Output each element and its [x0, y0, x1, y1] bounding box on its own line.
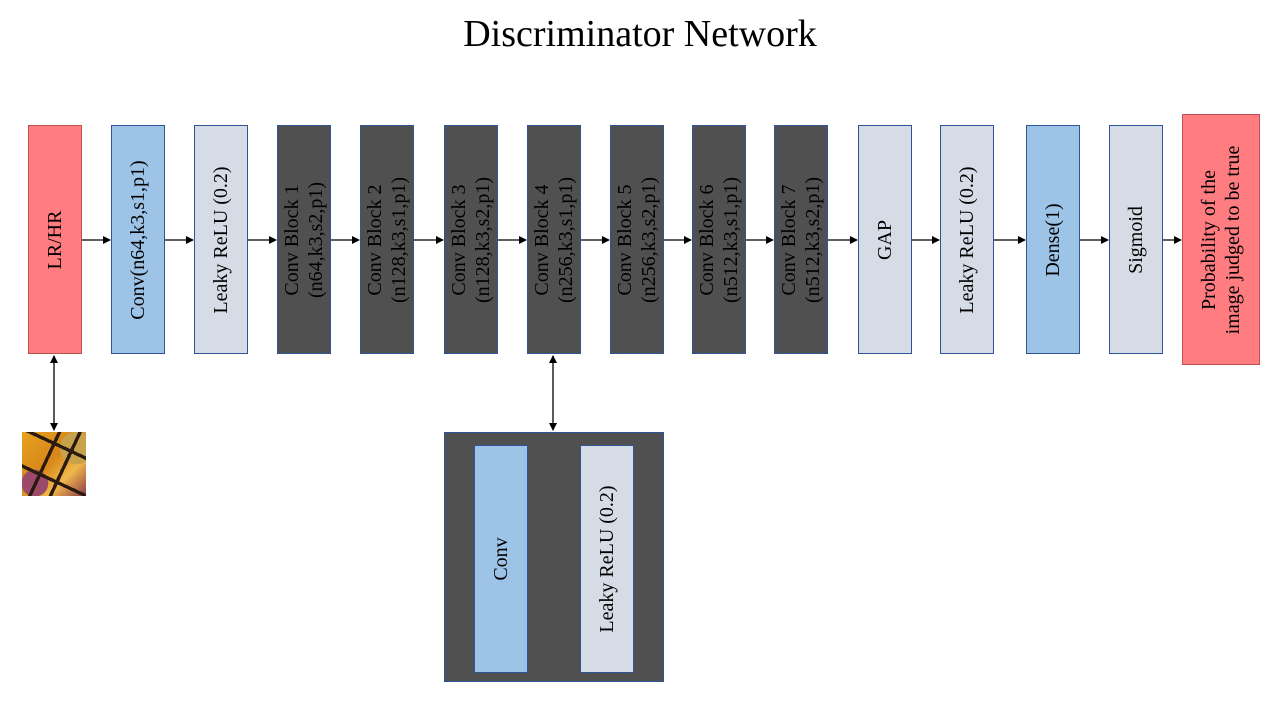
sigmoid-block: Sigmoid	[1109, 125, 1163, 354]
conv-block-1-label-line-1: Conv Block 1	[281, 183, 303, 296]
conv-block-7-label-line-2: (n512,k3,s2,p1)	[802, 176, 824, 303]
detail-leaky-relu-label: Leaky ReLU (0.2)	[596, 485, 618, 633]
conv-block-4-label-line-2: (n256,k3,s1,p1)	[555, 176, 577, 303]
dense-block-label-line-1: Dense(1)	[1042, 202, 1064, 277]
input-image-butterfly-thumbnail	[22, 432, 86, 496]
input-lr-hr-block: LR/HR	[28, 125, 82, 354]
conv-block-2-label-line-1: Conv Block 2	[364, 183, 386, 296]
conv-block-1: Conv Block 1(n64,k3,s2,p1)	[277, 125, 331, 354]
conv-block-4-label-line-1: Conv Block 4	[531, 183, 553, 296]
conv-block-6-label-line-2: (n512,k3,s1,p1)	[720, 176, 742, 303]
detail-leaky-relu-layer: Leaky ReLU (0.2)	[580, 445, 634, 673]
conv-block-7: Conv Block 7(n512,k3,s2,p1)	[774, 125, 828, 354]
gap-block-label-line-1: GAP	[874, 219, 896, 260]
detail-conv-label: Conv	[490, 537, 512, 581]
output-probability-block-label-line-2: image judged to be true	[1222, 145, 1244, 334]
leaky-relu-block-2-label-line-1: Leaky ReLU (0.2)	[956, 165, 978, 314]
conv-block-detail: Conv Leaky ReLU (0.2)	[444, 432, 664, 682]
conv-block-3-label-line-1: Conv Block 3	[448, 183, 470, 296]
output-probability-block-label-line-1: Probability of the	[1198, 169, 1220, 310]
conv-block-5: Conv Block 5(n256,k3,s2,p1)	[610, 125, 664, 354]
conv-block-2: Conv Block 2(n128,k3,s1,p1)	[360, 125, 414, 354]
conv-block-7-label-line-1: Conv Block 7	[778, 183, 800, 296]
sigmoid-block-label-line-1: Sigmoid	[1125, 205, 1147, 274]
conv-block-6-label-line-1: Conv Block 6	[696, 183, 718, 296]
conv-block-4: Conv Block 4(n256,k3,s1,p1)	[527, 125, 581, 354]
leaky-relu-block-2: Leaky ReLU (0.2)	[940, 125, 994, 354]
conv-block-1-label-line-2: (n64,k3,s2,p1)	[305, 181, 327, 298]
leaky-relu-block-1: Leaky ReLU (0.2)	[194, 125, 248, 354]
input-lr-hr-block-label-line-1: LR/HR	[44, 210, 66, 269]
leaky-relu-block-1-label-line-1: Leaky ReLU (0.2)	[210, 165, 232, 314]
dense-block: Dense(1)	[1026, 125, 1080, 354]
conv-block-5-label-line-2: (n256,k3,s2,p1)	[638, 176, 660, 303]
gap-block: GAP	[858, 125, 912, 354]
conv-block-2-label-line-2: (n128,k3,s1,p1)	[388, 176, 410, 303]
conv-block-6: Conv Block 6(n512,k3,s1,p1)	[692, 125, 746, 354]
conv-layer-block-label-line-1: Conv(n64,k3,s1,p1)	[127, 159, 149, 320]
conv-block-5-label-line-1: Conv Block 5	[614, 183, 636, 296]
detail-conv-layer: Conv	[474, 445, 528, 673]
conv-layer-block: Conv(n64,k3,s1,p1)	[111, 125, 165, 354]
conv-block-3-label-line-2: (n128,k3,s2,p1)	[472, 176, 494, 303]
conv-block-3: Conv Block 3(n128,k3,s2,p1)	[444, 125, 498, 354]
diagram-title: Discriminator Network	[463, 13, 817, 55]
